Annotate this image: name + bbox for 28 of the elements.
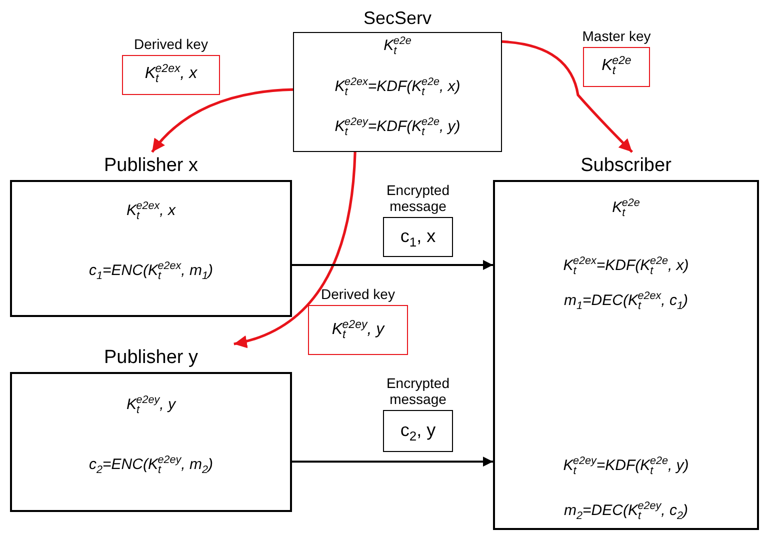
- formula: K$_{t}$$^{e2ey}$=KDF(K$_{t}$$^{e2e}$, y): [562, 458, 690, 473]
- node-title: SecServ: [363, 8, 432, 30]
- formula: m$_{2}$=DEC(K$_{t}$$^{e2ey}$, c$_{2}$): [563, 503, 689, 518]
- node-title: Publisher y: [104, 347, 198, 370]
- arrow: [151, 88, 294, 153]
- formula: K$_{t}$$^{e2ey}$=KDF(K$_{t}$$^{e2e}$, y): [334, 119, 462, 134]
- node-title: Publisher x: [104, 155, 198, 178]
- node-title: Subscriber: [580, 155, 672, 178]
- message-label: Encrypted message: [385, 374, 451, 409]
- formula: c$_{2}$=ENC(K$_{t}$$^{e2ey}$, m$_{2}$): [88, 457, 214, 472]
- key-label: Derived key: [134, 36, 208, 54]
- formula: m$_{1}$=DEC(K$_{t}$$^{e2ex}$, c$_{1}$): [563, 293, 689, 308]
- formula: K$_{t}$$^{e2ey}$, y: [330, 322, 386, 338]
- formula: K$_{t}$$^{e2ex}$, x: [125, 203, 177, 218]
- formula: K$_{t}$$^{e2ex}$=KDF(K$_{t}$$^{e2e}$, x): [334, 79, 462, 94]
- message-label: Encrypted message: [385, 182, 451, 216]
- key-label: Master key: [582, 28, 651, 46]
- formula: K$_{t}$$^{e2ey}$, y: [125, 397, 178, 412]
- formula: c$_{1}$, x: [399, 227, 437, 246]
- arrow: [502, 40, 634, 153]
- arrow: [292, 260, 493, 270]
- key-label: Derived key: [321, 286, 395, 304]
- arrow: [292, 456, 493, 467]
- formula: c$_{1}$=ENC(K$_{t}$$^{e2ex}$, m$_{1}$): [88, 263, 214, 278]
- formula: K$_{t}$$^{e2ex}$=KDF(K$_{t}$$^{e2e}$, x): [562, 258, 690, 273]
- arrow: [234, 152, 356, 348]
- formula: K$_{t}$$^{e2ex}$, x: [144, 66, 198, 82]
- formula: c$_{2}$, y: [399, 421, 437, 440]
